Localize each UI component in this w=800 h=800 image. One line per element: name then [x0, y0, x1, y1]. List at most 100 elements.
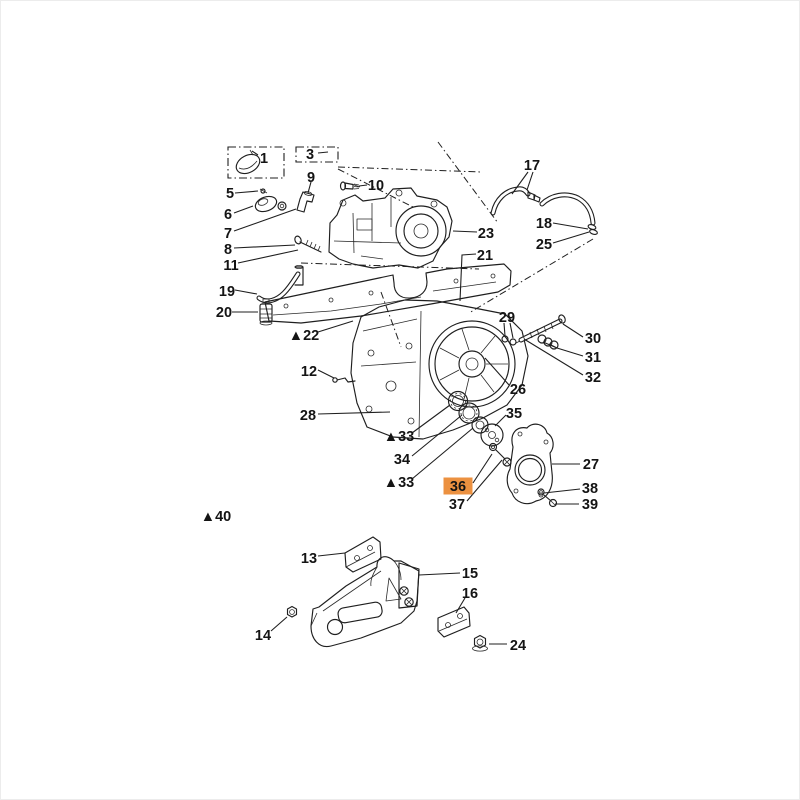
leader-line-33a	[411, 404, 451, 434]
crankcase-upper-half	[328, 187, 453, 269]
construction-line	[300, 262, 480, 270]
highlight-box-36	[443, 477, 473, 495]
part-label-10: 10	[368, 178, 384, 194]
screw-part-10	[339, 181, 361, 191]
cover-plate-27	[506, 423, 554, 505]
construction-line	[437, 141, 499, 224]
leader-line-12	[317, 369, 335, 379]
part-label-17: 17	[524, 158, 540, 174]
part-label-9: 9	[307, 170, 315, 186]
leader-line-29	[503, 322, 506, 337]
leader-line-5	[234, 190, 259, 194]
part-label-24: 24	[510, 638, 526, 654]
part-label-30: 30	[585, 331, 601, 347]
leader-line-21	[459, 253, 477, 302]
part-label-37: 37	[449, 497, 465, 513]
grommet-part-6	[254, 195, 287, 213]
part-label-39: 39	[582, 497, 598, 513]
part-label-32: 32	[585, 370, 601, 386]
leader-line-3	[317, 151, 329, 154]
leader-line-23	[452, 230, 478, 233]
leader-line-38	[543, 488, 581, 494]
leader-line-30	[562, 323, 584, 338]
part-label-11: 11	[223, 258, 238, 274]
part-label-13: 13	[301, 551, 317, 567]
part-label-5: 5	[226, 186, 234, 202]
part-label-1: 1	[260, 151, 268, 167]
leader-line-18	[552, 222, 589, 230]
leader-line-31	[556, 347, 584, 357]
leader-line-26	[484, 357, 510, 386]
construction-line	[380, 291, 402, 348]
part-label-15: 15	[462, 566, 478, 582]
leader-line-6	[233, 205, 254, 214]
construction-line	[468, 238, 594, 314]
oil-pump-parts	[501, 314, 566, 350]
part-label-14: 14	[255, 628, 271, 644]
leader-line-11	[237, 249, 299, 264]
leader-line-14	[270, 616, 288, 632]
part-label-21: 21	[477, 248, 493, 264]
construction-lines	[300, 141, 594, 348]
detail-box-fuel-cap	[227, 146, 285, 179]
leader-line-19	[234, 289, 258, 295]
part-label-36: 36	[450, 479, 466, 495]
pipe-part-19	[256, 264, 304, 304]
leader-line-36	[472, 453, 493, 484]
leader-line-7	[233, 208, 297, 232]
part-label-7: 7	[224, 226, 232, 242]
leader-line-29	[509, 322, 514, 339]
part-label-3: 3	[306, 147, 314, 163]
pin-part-5	[259, 188, 268, 194]
fuel-hoses	[490, 186, 598, 236]
elbow-fitting-part-9	[296, 191, 315, 213]
part-label-22: ▲22	[289, 328, 319, 344]
leader-line-13	[317, 552, 346, 557]
part-label-33b: ▲33	[384, 475, 414, 491]
leader-line-37	[466, 459, 503, 502]
leader-line-25	[552, 231, 590, 244]
part-label-25: 25	[536, 237, 552, 253]
part-label-16: 16	[462, 586, 478, 602]
leader-line-32	[523, 338, 584, 376]
part-label-18: 18	[536, 216, 552, 232]
part-label-29: 29	[499, 310, 515, 326]
leader-line-31	[542, 341, 558, 349]
leader-line-15	[418, 572, 461, 576]
detail-box-3	[295, 146, 339, 163]
part-label-27: 27	[583, 457, 599, 473]
part-label-31: 31	[585, 350, 601, 366]
rod-part-12	[332, 377, 356, 383]
leader-line-8	[233, 244, 296, 249]
part-label-23: 23	[478, 226, 494, 242]
screw-part-8-11	[294, 235, 322, 253]
leader-line-22	[317, 320, 354, 333]
chain-side-cover-assembly	[286, 536, 488, 652]
part-label-38: 38	[582, 481, 598, 497]
part-label-34: 34	[394, 452, 410, 468]
part-label-28: 28	[300, 408, 316, 424]
part-label-33a: ▲33	[384, 429, 414, 445]
leader-line-17	[511, 171, 529, 195]
leader-line-17	[526, 171, 534, 191]
leader-line-9	[307, 181, 312, 194]
part-label-19: 19	[219, 284, 235, 300]
part-label-26: 26	[510, 382, 526, 398]
leader-line-35	[494, 414, 507, 427]
crankcase-lower-half	[350, 299, 529, 440]
part-label-8: 8	[224, 242, 232, 258]
leader-lines	[232, 150, 590, 645]
leader-line-28	[317, 411, 391, 415]
part-label-6: 6	[224, 207, 232, 223]
leader-line-16	[455, 597, 466, 614]
part-label-20: 20	[216, 305, 232, 321]
construction-line	[337, 166, 482, 173]
leader-line-10	[358, 184, 368, 187]
screw-part-38-39	[537, 488, 558, 508]
part-label-12: 12	[301, 364, 317, 380]
part-label-35: 35	[506, 406, 522, 422]
leader-line-33b	[411, 427, 474, 480]
